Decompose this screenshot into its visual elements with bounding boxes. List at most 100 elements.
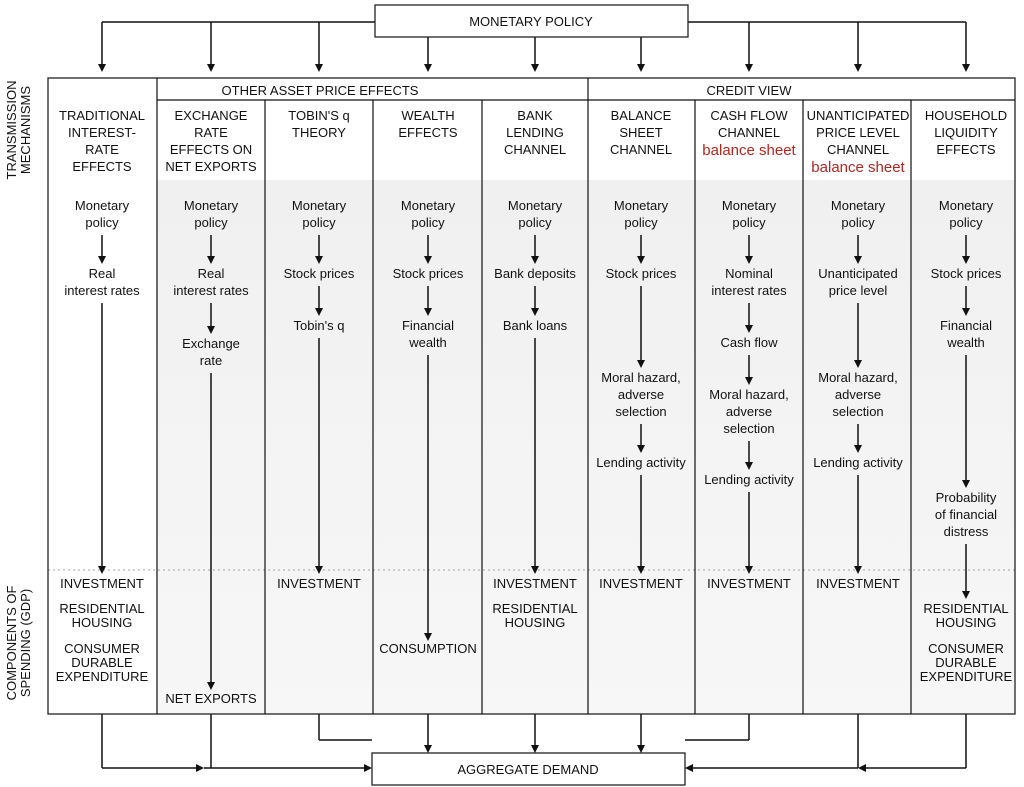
spending-component: RESIDENTIAL <box>59 601 144 616</box>
step-label: Exchange <box>182 336 240 351</box>
spending-component: RESIDENTIAL <box>492 601 577 616</box>
main-frame <box>47 77 1016 715</box>
step-label: policy <box>194 215 228 230</box>
arrow-down-icon <box>637 64 645 72</box>
arrow-down-icon <box>531 308 539 316</box>
step-label: Moral hazard, <box>601 370 680 385</box>
column-header: BALANCE <box>611 108 672 123</box>
spending-component: CONSUMPTION <box>379 641 477 656</box>
arrow-down-icon <box>207 326 215 334</box>
arrow-down-icon <box>531 64 539 72</box>
step-label: wealth <box>408 335 447 350</box>
step-label: Stock prices <box>931 266 1002 281</box>
step-label: of financial <box>935 507 997 522</box>
step-label: Monetary <box>831 198 886 213</box>
column-header: NET EXPORTS <box>165 159 257 174</box>
column-header: EXCHANGE <box>175 108 248 123</box>
column-header: SHEET <box>619 125 662 140</box>
column-header: UNANTICIPATED <box>807 108 910 123</box>
step-label: Stock prices <box>284 266 355 281</box>
step-label: policy <box>732 215 766 230</box>
transmission-mechanisms-label: MECHANISMS <box>18 86 33 174</box>
arrow-right-icon <box>364 764 372 772</box>
step-label: Real <box>89 266 116 281</box>
arrow-down-icon <box>854 64 862 72</box>
step-label: Financial <box>402 318 454 333</box>
column-header: LIQUIDITY <box>934 125 998 140</box>
transmission-mechanisms-label: TRANSMISSION <box>4 81 19 180</box>
components-of-spending-label: COMPONENTS OF <box>4 586 19 701</box>
arrow-down-icon <box>745 566 753 574</box>
step-label: Lending activity <box>704 472 794 487</box>
aggregate-demand-label: AGGREGATE DEMAND <box>457 762 598 777</box>
arrow-down-icon <box>207 256 215 264</box>
arrow-down-icon <box>424 64 432 72</box>
step-label: Lending activity <box>813 455 903 470</box>
spending-component: NET EXPORTS <box>165 691 257 706</box>
step-label: Monetary <box>722 198 777 213</box>
spending-component: INVESTMENT <box>493 576 577 591</box>
arrow-down-icon <box>854 256 862 264</box>
spending-component: INVESTMENT <box>599 576 683 591</box>
arrow-down-icon <box>637 566 645 574</box>
spending-component: INVESTMENT <box>60 576 144 591</box>
column-header: CHANNEL <box>504 142 566 157</box>
step-label: adverse <box>726 404 772 419</box>
arrow-down-icon <box>207 682 215 690</box>
body-shading <box>156 180 1015 714</box>
column-header: CASH FLOW <box>710 108 788 123</box>
spending-component: EXPENDITURE <box>920 669 1013 684</box>
arrow-down-icon <box>424 308 432 316</box>
step-label: policy <box>518 215 552 230</box>
step-label: Unanticipated <box>818 266 898 281</box>
column-header: EFFECTS <box>398 125 458 140</box>
arrow-down-icon <box>315 566 323 574</box>
step-label: Monetary <box>292 198 347 213</box>
step-label: interest rates <box>64 283 140 298</box>
step-label: selection <box>723 421 774 436</box>
step-label: Cash flow <box>720 335 778 350</box>
arrow-down-icon <box>98 64 106 72</box>
step-label: Monetary <box>401 198 456 213</box>
spending-component: INVESTMENT <box>277 576 361 591</box>
arrow-down-icon <box>745 462 753 470</box>
arrow-down-icon <box>315 308 323 316</box>
step-label: Monetary <box>184 198 239 213</box>
arrow-down-icon <box>531 566 539 574</box>
step-label: selection <box>832 404 883 419</box>
arrow-down-icon <box>854 566 862 574</box>
step-label: wealth <box>946 335 985 350</box>
column-header: EFFECTS ON <box>170 142 252 157</box>
arrow-down-icon <box>962 480 970 488</box>
arrow-down-icon <box>98 256 106 264</box>
step-label: interest rates <box>711 283 787 298</box>
column-header: TRADITIONAL <box>59 108 145 123</box>
arrow-down-icon <box>424 256 432 264</box>
arrow-down-icon <box>424 633 432 641</box>
arrow-down-icon <box>745 256 753 264</box>
step-label: interest rates <box>173 283 249 298</box>
step-label: Real <box>198 266 225 281</box>
column-header: TOBIN'S q <box>288 108 349 123</box>
arrow-left-icon <box>685 764 693 772</box>
step-label: Bank deposits <box>494 266 576 281</box>
connector-lines <box>98 21 970 772</box>
column-header: INTEREST- <box>68 125 136 140</box>
spending-component: INVESTMENT <box>816 576 900 591</box>
arrow-down-icon <box>745 377 753 385</box>
spending-component: EXPENDITURE <box>56 669 149 684</box>
arrow-down-icon <box>745 64 753 72</box>
aggregate-demand-box <box>371 752 686 786</box>
arrow-down-icon <box>637 256 645 264</box>
step-label: Financial <box>940 318 992 333</box>
step-label: Probability <box>936 490 997 505</box>
arrow-down-icon <box>962 591 970 599</box>
step-label: Monetary <box>939 198 994 213</box>
step-label: Stock prices <box>606 266 677 281</box>
step-label: Monetary <box>614 198 669 213</box>
spending-component: DURABLE <box>935 655 997 670</box>
column-header: WEALTH <box>401 108 454 123</box>
arrow-down-icon <box>315 64 323 72</box>
column-header: BANK <box>517 108 553 123</box>
arrow-down-icon <box>745 325 753 333</box>
